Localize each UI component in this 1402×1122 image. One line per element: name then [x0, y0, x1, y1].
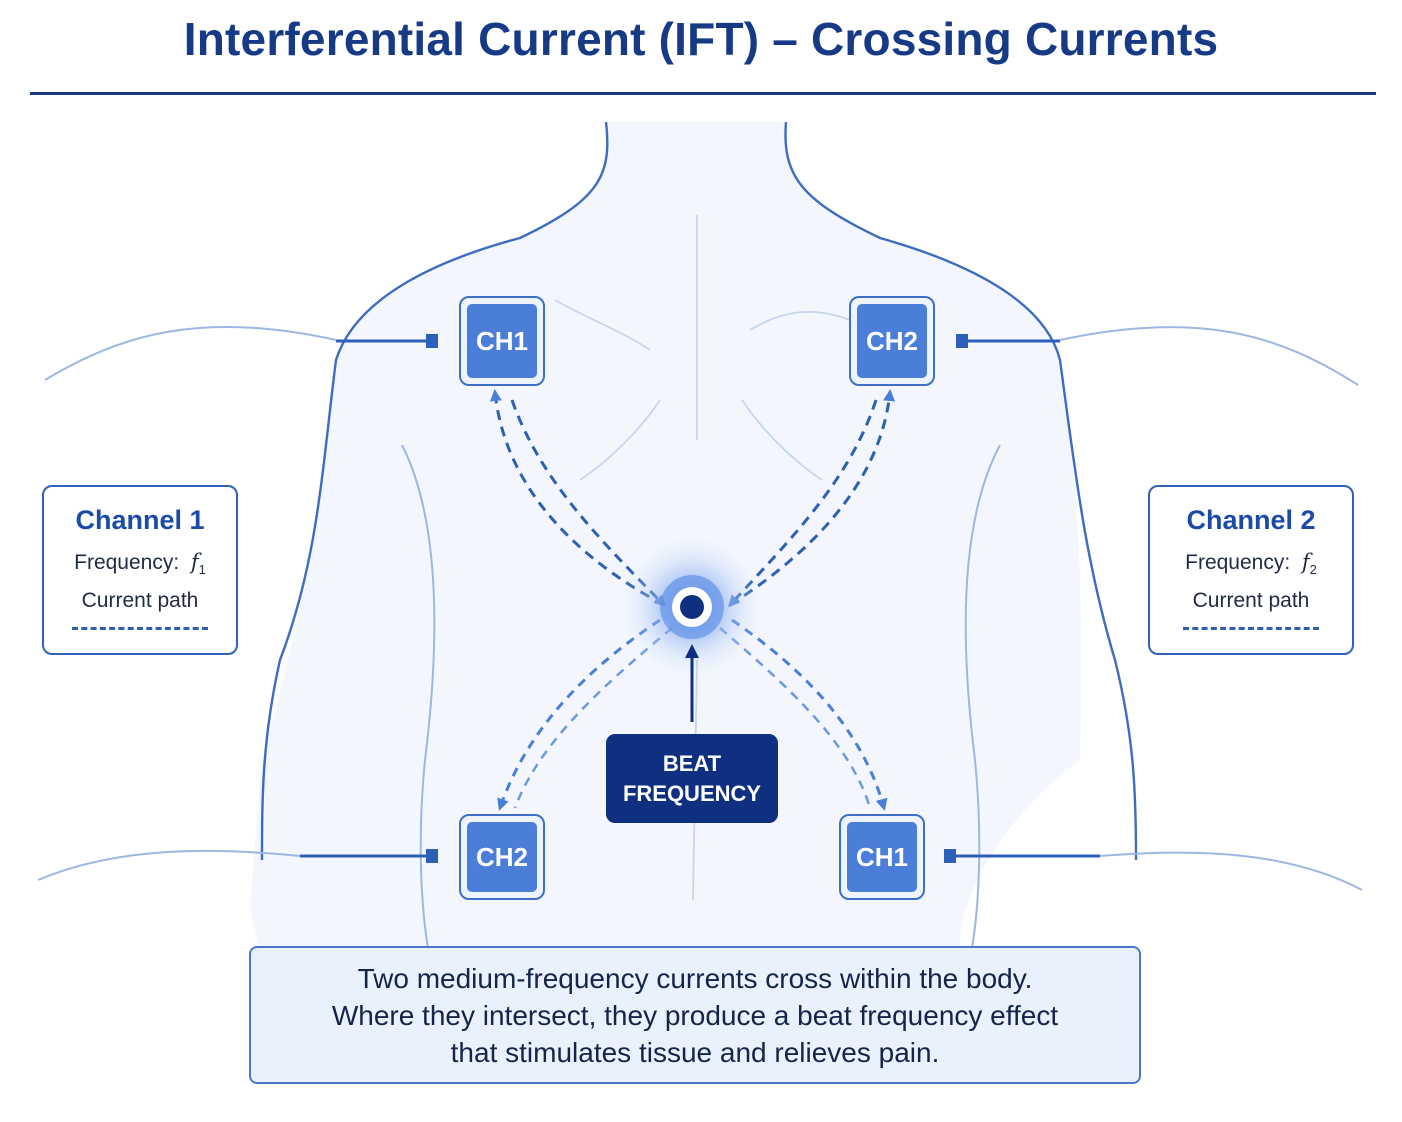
intersection-point	[680, 595, 704, 619]
frequency-subscript: 2	[1309, 562, 1317, 578]
connector-top-left	[426, 334, 438, 348]
torso-outline-right	[784, 121, 1138, 861]
legend-frequency: Frequency: f1	[44, 550, 236, 577]
current-path-ch1-bottom	[731, 618, 888, 811]
electrode-label: CH1	[847, 822, 917, 892]
frequency-label: Frequency:	[1185, 551, 1291, 574]
right-arm-upper	[1059, 326, 1359, 386]
current-path-ch2-bottom	[497, 618, 661, 811]
caption-line-1: Two medium-frequency currents cross with…	[357, 963, 1033, 994]
current-path-ch2-bottom-return	[513, 627, 673, 809]
frequency-label: Frequency:	[74, 551, 180, 574]
right-chest-curve	[741, 399, 823, 481]
connector-bottom-right	[944, 849, 956, 863]
beat-line-1: BEAT	[662, 750, 722, 776]
right-arm-lower	[1099, 851, 1363, 891]
electrode-ch1-bottom-right: CH1	[839, 814, 925, 900]
beat-frequency-label: BEAT FREQUENCY	[606, 734, 778, 823]
diagram-title: Interferential Current (IFT) – Crossing …	[183, 13, 1219, 65]
legend-title: Channel 1	[75, 505, 205, 535]
explanation-caption: Two medium-frequency currents cross with…	[249, 946, 1141, 1084]
legend-path-label: Current path	[81, 589, 199, 613]
left-pectoral	[554, 299, 651, 351]
electrode-ch1-top-left: CH1	[459, 296, 545, 386]
left-arm-upper	[44, 325, 337, 381]
beat-line-2: FREQUENCY	[622, 780, 762, 806]
frequency-symbol: f	[1301, 550, 1310, 574]
frequency-symbol: f	[190, 550, 199, 574]
inner-right-flank	[964, 444, 1001, 949]
current-path-ch2-top	[729, 389, 896, 607]
legend-channel-2: Channel 2 Frequency: f2 Current path	[1148, 485, 1354, 655]
current-path-ch1-bottom-return	[719, 627, 872, 809]
caption-line-2: Where they intersect, they produce a bea…	[331, 1000, 1059, 1031]
connector-top-right	[956, 334, 968, 348]
right-pectoral	[749, 310, 851, 331]
legend-frequency: Frequency: f2	[1150, 550, 1352, 577]
electrode-label: CH2	[857, 304, 927, 378]
electrode-ch2-bottom-left: CH2	[459, 814, 545, 900]
torso-fill	[250, 122, 1082, 948]
current-path-ch2-top-return	[727, 399, 878, 608]
legend-dashed-line	[1183, 627, 1319, 631]
electrode-label: CH1	[467, 304, 537, 378]
electrode-label: CH2	[467, 822, 537, 892]
legend-dashed-line	[72, 627, 208, 631]
legend-channel-1: Channel 1 Frequency: f1 Current path	[42, 485, 238, 655]
legend-title: Channel 2	[1186, 505, 1316, 535]
caption-line-3: that stimulates tissue and relieves pain…	[450, 1037, 940, 1068]
title-divider	[30, 92, 1376, 95]
frequency-subscript: 1	[198, 562, 206, 578]
connector-bottom-left	[426, 849, 438, 863]
left-chest-curve	[579, 399, 661, 481]
inner-left-flank	[401, 444, 436, 949]
torso-outline-left	[260, 121, 609, 861]
left-arm-lower	[37, 849, 301, 881]
electrode-ch2-top-right: CH2	[849, 296, 935, 386]
legend-path-label: Current path	[1192, 589, 1310, 613]
